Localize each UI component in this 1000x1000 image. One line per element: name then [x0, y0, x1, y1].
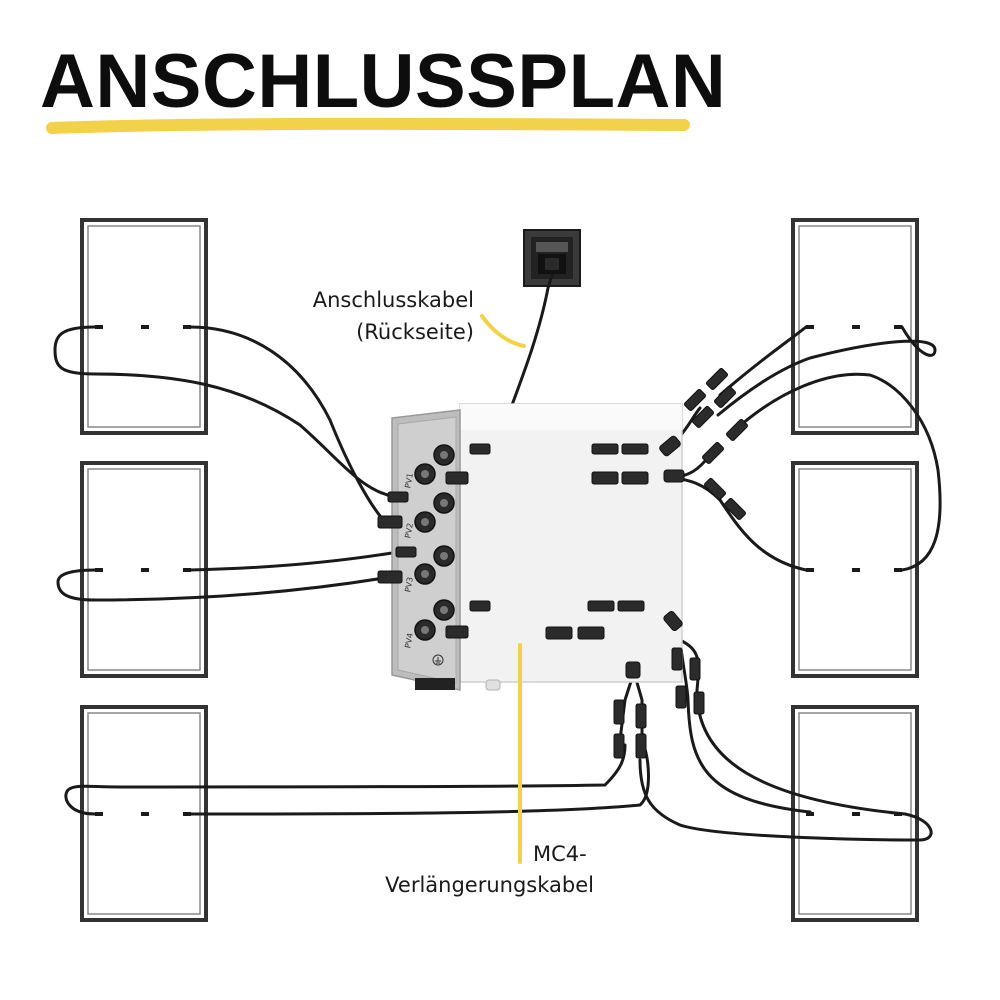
mc4-connector-icon	[726, 419, 748, 441]
mc4-connector-icon	[693, 691, 705, 715]
mc4-connector-icon	[635, 703, 647, 729]
mc4-connector-icon	[469, 600, 491, 612]
y-branch-connector-icon	[663, 610, 683, 632]
connection-cable	[510, 273, 554, 407]
callout-line-connection-cable	[480, 314, 526, 348]
y-branch-connector-icon	[659, 435, 681, 457]
mc4-connector-icon	[587, 600, 615, 612]
mc4-connector-icon	[377, 515, 403, 529]
mc4-connector-icon	[692, 406, 714, 428]
mc4-connector-icon	[545, 626, 573, 640]
mc4-connector-icon	[445, 625, 469, 639]
mc4-connector-icon	[613, 699, 625, 725]
label-mc4: MC4-	[533, 842, 587, 866]
mc4-connector-icon	[714, 386, 736, 408]
title-underline	[46, 117, 690, 134]
mc4-connector-icon	[684, 389, 706, 411]
mc4-connector-icon	[621, 443, 649, 455]
mc4-connector-icon	[377, 570, 403, 584]
mc4-connector-icon	[621, 471, 649, 485]
mc4-connector-icon	[445, 471, 469, 485]
mc4-connectors	[377, 368, 748, 759]
mc4-connector-icon	[689, 657, 701, 681]
mc4-connector-icon	[724, 498, 746, 520]
mc4-connector-icon	[671, 647, 683, 671]
mc4-connector-icon	[591, 471, 619, 485]
panel-junction-boxes	[95, 325, 902, 816]
mc4-connector-icon	[702, 442, 724, 464]
mc4-connector-icon	[635, 733, 647, 759]
mc4-connector-icon	[577, 626, 605, 640]
mc4-connector-icon	[706, 368, 728, 390]
port-label-pv4: PV4	[403, 632, 415, 649]
mc4-connector-icon	[591, 443, 619, 455]
port-label-pv3: PV3	[403, 576, 415, 593]
mc4-connector-icon	[617, 600, 645, 612]
mc4-connector-icon	[613, 733, 625, 759]
port-label-pv1: PV1	[403, 472, 415, 489]
mc4-connector-icon	[469, 443, 491, 455]
label-connection-cable: Anschlusskabel	[313, 288, 474, 312]
mc4-connector-icon	[387, 491, 409, 503]
mc4-connector-icon	[675, 685, 687, 709]
label-mc4-extension: Verlängerungskabel	[385, 873, 594, 897]
mc4-connector-icon	[395, 546, 417, 558]
mc4-connector-icon	[704, 478, 726, 500]
y-branch-connector-icon	[663, 469, 685, 483]
y-branch-connector-icon	[625, 661, 641, 679]
port-label-pv2: PV2	[403, 522, 415, 539]
label-connection-cable-back: (Rückseite)	[356, 320, 474, 344]
page-title: ANSCHLUSSPLAN	[40, 39, 727, 124]
ground-icon	[432, 654, 444, 666]
